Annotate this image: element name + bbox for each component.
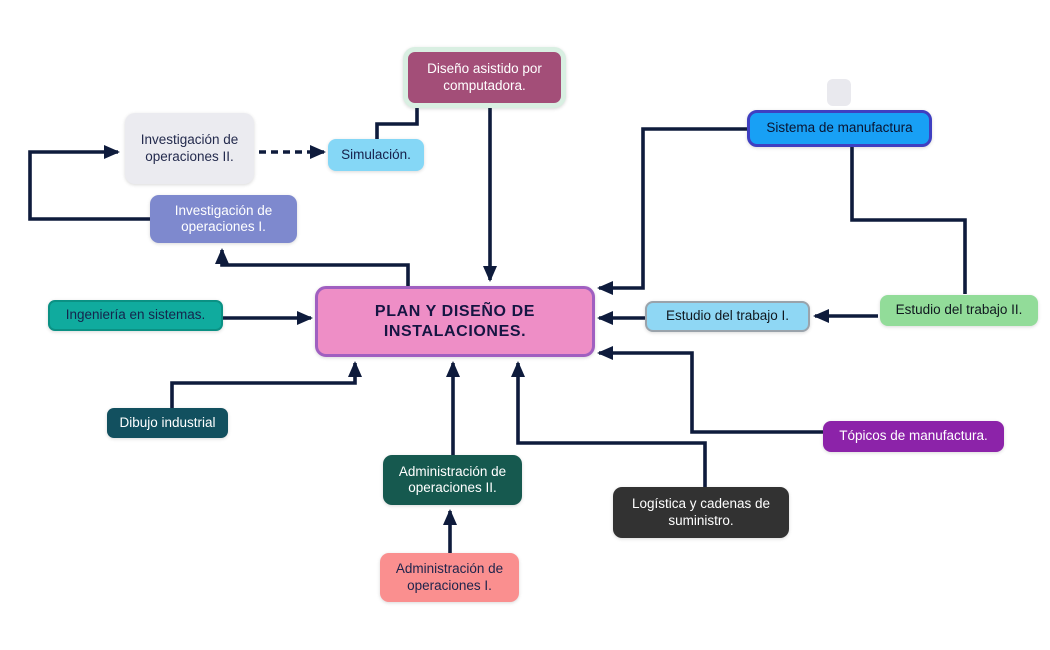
node-label: Ingeniería en sistemas. <box>65 307 206 323</box>
node-dibujo-industrial: Dibujo industrial <box>107 408 228 438</box>
node-label: Simulación. <box>341 146 411 162</box>
node-diseno-asistido-por-computadora: Diseño asistido por computadora. <box>403 47 566 108</box>
node-label: Sistema de manufactura <box>766 120 913 136</box>
node-plan-y-diseno-de-instalaciones: PLAN Y DISEÑO DE INSTALACIONES. <box>315 286 595 357</box>
node-label: Estudio del trabajo II. <box>895 302 1023 318</box>
node-label: Estudio del trabajo I. <box>665 308 790 324</box>
node-label: Dibujo industrial <box>119 414 216 430</box>
edge-dibujo-to-central <box>170 361 362 408</box>
edge-central-to-invop1 <box>215 248 410 286</box>
node-simulacion: Simulación. <box>328 139 424 171</box>
node-ingenieria-en-sistemas: Ingeniería en sistemas. <box>48 300 223 331</box>
node-investigacion-operaciones-1: Investigación de operaciones I. <box>150 195 297 243</box>
node-logistica-y-cadenas-de-suministro: Logística y cadenas de suministro. <box>613 487 789 538</box>
node-sistema-de-manufactura: Sistema de manufactura <box>747 110 932 147</box>
small-gray-box <box>827 79 851 106</box>
edge-cad-to-sim <box>375 104 419 139</box>
node-label: PLAN Y DISEÑO DE INSTALACIONES. <box>374 302 536 340</box>
edge-topicos-to-central <box>597 346 823 434</box>
node-label: Diseño asistido por computadora. <box>427 61 542 93</box>
node-topicos-de-manufactura: Tópicos de manufactura. <box>823 421 1004 452</box>
node-label: Administración de operaciones I. <box>395 561 504 593</box>
node-estudio-del-trabajo-2: Estudio del trabajo II. <box>880 295 1038 326</box>
node-investigacion-operaciones-2: Investigación de operaciones II. <box>125 113 254 184</box>
edge-sistema-to-estudio2 <box>850 147 967 294</box>
node-label: Tópicos de manufactura. <box>839 428 988 444</box>
node-administracion-operaciones-2: Administración de operaciones II. <box>383 455 522 505</box>
node-estudio-del-trabajo-1: Estudio del trabajo I. <box>645 301 810 332</box>
node-administracion-operaciones-1: Administración de operaciones I. <box>380 553 519 602</box>
edge-sistema-to-central <box>597 127 747 295</box>
edge-invop1-to-invop2 <box>28 145 152 221</box>
node-label: Investigación de operaciones II. <box>140 132 239 164</box>
node-label: Logística y cadenas de suministro. <box>631 496 771 528</box>
node-label: Administración de operaciones II. <box>398 463 507 495</box>
edge-logistica-to-central <box>511 361 707 487</box>
node-label: Investigación de operaciones I. <box>174 202 273 234</box>
